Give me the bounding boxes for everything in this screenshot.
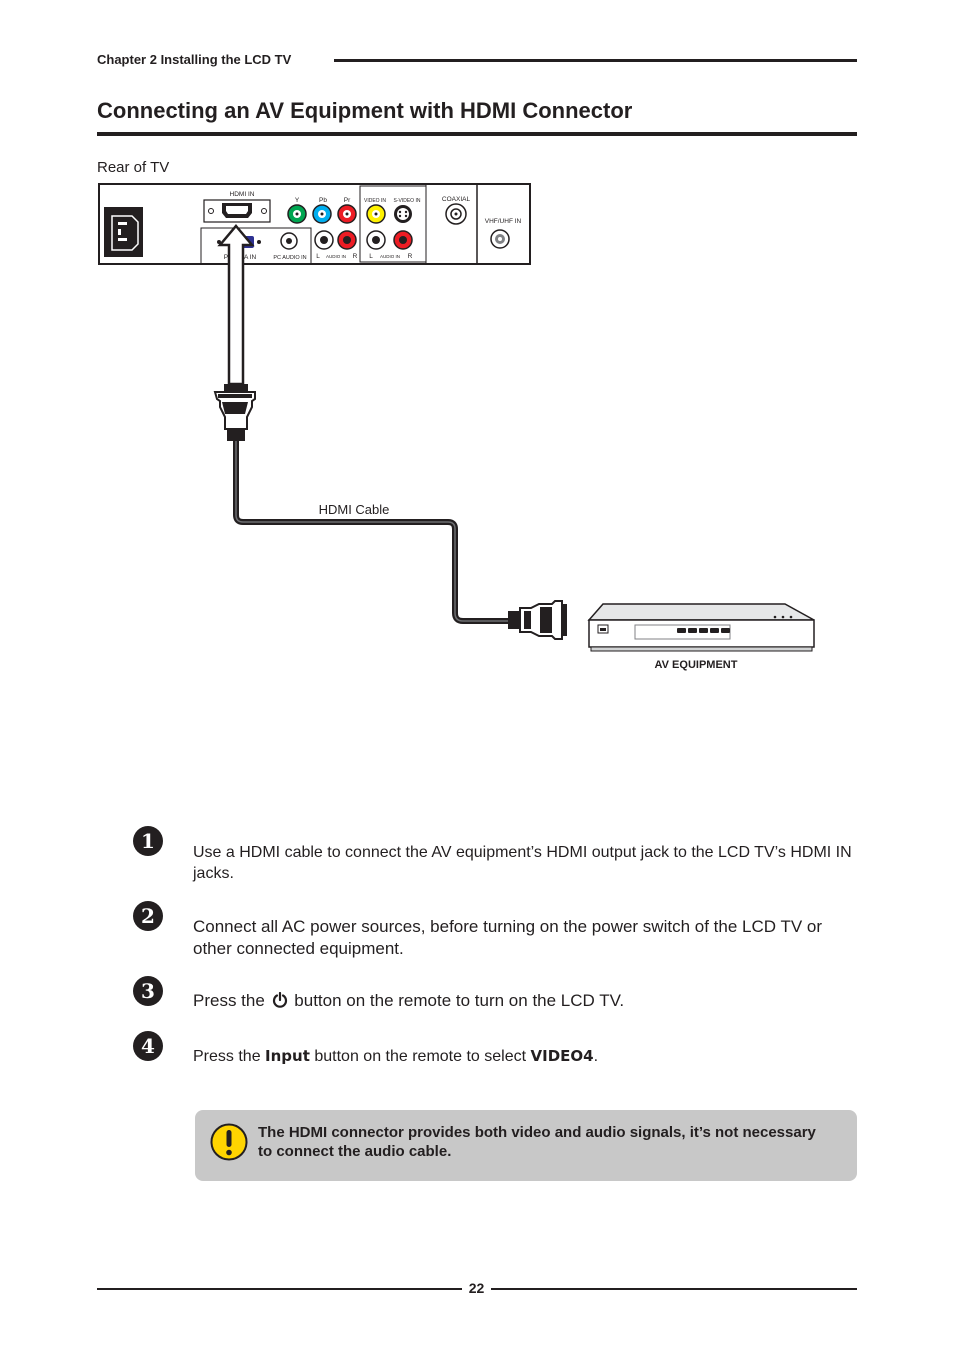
step-number-2: 2 bbox=[133, 901, 163, 931]
chapter-rule bbox=[334, 59, 857, 62]
step-text-3: Press the button on the remote to turn o… bbox=[193, 990, 857, 1012]
audio-ports-2 bbox=[366, 230, 413, 250]
video4-keyword: VIDEO4 bbox=[530, 1047, 594, 1065]
step-4-post: . bbox=[593, 1048, 599, 1065]
footer-rule-left bbox=[97, 1288, 462, 1290]
av-equipment-device bbox=[587, 603, 815, 652]
step-text-2: Connect all AC power sources, before tur… bbox=[193, 917, 823, 958]
component-ports bbox=[287, 204, 357, 224]
vhf-uhf-in-port bbox=[490, 229, 510, 249]
page-title: Connecting an AV Equipment with HDMI Con… bbox=[97, 98, 633, 123]
coaxial-port bbox=[445, 203, 467, 225]
label-l-2: L bbox=[369, 253, 373, 260]
label-pr: Pr bbox=[344, 197, 351, 204]
title-rule bbox=[97, 132, 857, 136]
connection-diagram: HDMI IN Y Pb Pr VIDEO IN S-VIDEO IN COAX… bbox=[98, 183, 815, 671]
rear-of-tv-label: Rear of TV bbox=[97, 159, 170, 176]
step-text-1: Use a HDMI cable to connect the AV equip… bbox=[193, 844, 852, 882]
step-4-pre: Press the bbox=[193, 1048, 261, 1065]
label-audio-in-1: AUDIO IN bbox=[326, 254, 346, 259]
pc-audio-port bbox=[280, 232, 298, 250]
label-hdmi-in: HDMI IN bbox=[230, 191, 255, 198]
hdmi-cable-label: HDMI Cable bbox=[319, 502, 390, 517]
warning-icon bbox=[210, 1123, 248, 1161]
hdmi-plug-tv-end bbox=[213, 384, 256, 441]
step-3-pre: Press the bbox=[193, 991, 265, 1010]
note-text: The HDMI connector provides both video a… bbox=[258, 1124, 816, 1160]
step-number-4: 4 bbox=[133, 1031, 163, 1061]
label-pc-audio-in: PC AUDIO IN bbox=[273, 255, 306, 261]
label-s-video-in: S-VIDEO IN bbox=[394, 198, 421, 204]
label-l-1: L bbox=[316, 253, 320, 260]
hdmi-plug-equipment-end bbox=[508, 600, 567, 640]
step-text-4: Press the Input button on the remote to … bbox=[193, 1046, 857, 1067]
power-icon bbox=[272, 992, 287, 1008]
av-equipment-label: AV EQUIPMENT bbox=[655, 659, 738, 671]
footer-rule-right bbox=[491, 1288, 857, 1290]
s-video-in-port bbox=[394, 205, 412, 223]
label-vhf-uhf-in: VHF/UHF IN bbox=[485, 218, 522, 225]
step-number-3: 3 bbox=[133, 976, 163, 1006]
page-number: 22 bbox=[468, 1280, 485, 1296]
input-keyword: Input bbox=[265, 1047, 310, 1065]
label-audio-in-2: AUDIO IN bbox=[380, 254, 400, 259]
label-coaxial: COAXIAL bbox=[442, 196, 471, 203]
label-pb: Pb bbox=[319, 197, 327, 204]
audio-ports-1 bbox=[314, 230, 357, 250]
note-box bbox=[195, 1110, 857, 1181]
label-r-1: R bbox=[353, 253, 358, 260]
chapter-heading: Chapter 2 Installing the LCD TV bbox=[97, 52, 292, 67]
step-number-1: 1 bbox=[133, 826, 163, 856]
hdmi-in-port bbox=[203, 199, 271, 223]
hdmi-cable bbox=[233, 441, 510, 624]
step-3-post: button on the remote to turn on the LCD … bbox=[294, 991, 625, 1010]
video-in-port bbox=[366, 204, 386, 224]
label-y: Y bbox=[295, 197, 300, 204]
tv-rear-panel: HDMI IN Y Pb Pr VIDEO IN S-VIDEO IN COAX… bbox=[98, 183, 531, 265]
ac-power-socket-icon bbox=[104, 207, 143, 257]
step-4-mid: button on the remote to select bbox=[314, 1048, 527, 1065]
label-video-in: VIDEO IN bbox=[364, 198, 386, 204]
label-r-2: R bbox=[408, 253, 413, 260]
